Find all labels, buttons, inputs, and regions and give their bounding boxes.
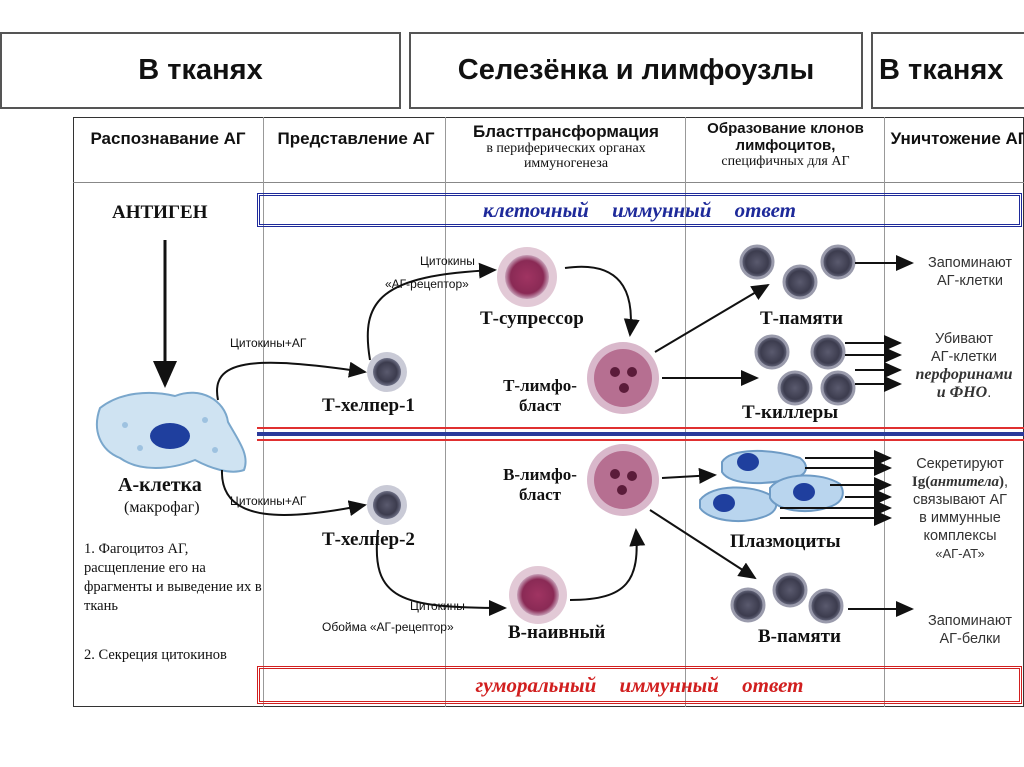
a-cell-note-2: 2. Секреция цитокинов xyxy=(84,647,227,663)
a-cell-label: А-клетка xyxy=(118,474,202,496)
a-cell-note-1: 1. Фагоцитоз АГ, расщепление его на фраг… xyxy=(84,541,262,614)
macrophage-cell xyxy=(95,391,247,473)
receptor-top-label: «АГ-рецептор» xyxy=(385,277,469,291)
arrow-blymphoblast-to-plasmocytes xyxy=(661,467,717,484)
tkiller-arrows xyxy=(845,335,902,392)
header-right-label: В тканях xyxy=(879,54,1004,86)
a-cell-sublabel: (макрофаг) xyxy=(124,499,200,516)
col-header-clones: Образование клонов лимфоцитов, специфичн… xyxy=(687,120,884,169)
col-header-clones-sub: специфичных для АГ xyxy=(721,154,850,169)
blymphoblast-cell xyxy=(587,444,659,516)
cytokines-ag-label-1: Цитокины+АГ xyxy=(230,336,307,350)
tlymphoblast-cell xyxy=(587,342,659,414)
tsuppressor-cell xyxy=(497,247,557,307)
bmemory-label: В-памяти xyxy=(758,626,841,647)
header-center-label: Селезёнка и лимфоузлы xyxy=(457,54,815,86)
arrow-bnaive-to-blymphoblast xyxy=(569,528,646,601)
thelper1-cell xyxy=(367,352,407,392)
header-left-label: В тканях xyxy=(138,54,263,86)
tlymphoblast-label: Т-лимфо-бласт xyxy=(503,376,577,415)
plasmocyte-arrows xyxy=(780,450,892,526)
bnaive-cell xyxy=(509,566,567,624)
col-header-blast: Бласттрансформация в периферических орга… xyxy=(447,122,685,171)
tkillers-label: Т-киллеры xyxy=(742,402,839,423)
header-center-organs: Селезёнка и лимфоузлы xyxy=(409,32,863,109)
arrow-blymphoblast-to-bmemory xyxy=(649,509,757,580)
col-divider-3 xyxy=(685,117,686,707)
cytokines-top-label: Цитокины xyxy=(420,254,475,268)
header-left-tissues: В тканях xyxy=(0,32,401,109)
cytokines-bottom-label: Цитокины xyxy=(410,599,465,613)
col-divider-4 xyxy=(884,117,885,707)
arrow-thelper2-to-bnaive xyxy=(375,529,507,616)
col-header-recognition: Распознавание АГ xyxy=(90,129,246,148)
thelper2-cell xyxy=(367,485,407,525)
plasmocyte-cells xyxy=(699,450,844,523)
tmemory-cells xyxy=(739,244,856,300)
bmemory-cells xyxy=(730,572,844,624)
col-header-presentation: Представление АГ xyxy=(277,129,435,148)
col-divider-2 xyxy=(445,117,446,707)
tmemory-label: Т-памяти xyxy=(760,308,843,329)
col-divider-1 xyxy=(263,117,264,707)
arrow-tlymphoblast-to-tmemory xyxy=(654,283,770,353)
receptor-bottom-label: Обойма «АГ-рецептор» xyxy=(322,620,454,634)
bnaive-label: В-наивный xyxy=(508,622,606,643)
outcome-remember-proteins: Запоминают АГ-белки xyxy=(927,613,1013,647)
col-header-blast-sub: в периферических органах иммуногенеза xyxy=(486,141,646,171)
humoral-response-banner: гуморальный иммунный ответ xyxy=(257,666,1022,704)
arrow-thelper1-to-tsuppressor xyxy=(366,262,497,361)
header-right-tissues: В тканях xyxy=(871,32,1024,109)
arrow-tsuppressor-to-tlymphoblast xyxy=(564,265,640,337)
thelper1-label: Т-хелпер-1 xyxy=(322,395,415,416)
arrow-to-thelper1 xyxy=(216,361,367,401)
thelper2-label: Т-хелпер-2 xyxy=(322,529,415,550)
arrow-to-thelper2 xyxy=(220,469,367,516)
cytokines-ag-label-2: Цитокины+АГ xyxy=(230,494,307,508)
antigen-label: АНТИГЕН xyxy=(112,202,208,223)
tkiller-cells xyxy=(754,334,856,406)
blymphoblast-label: В-лимфо-бласт xyxy=(503,465,577,504)
tsuppressor-label: Т-супрессор xyxy=(480,308,584,329)
outcome-remember-cells: Запоминают АГ-клетки xyxy=(927,255,1013,289)
col-header-destruction: Уничтожение АГ xyxy=(890,129,1024,148)
cellular-response-banner: клеточный иммунный ответ xyxy=(257,193,1022,227)
plasmocytes-label: Плазмоциты xyxy=(730,531,841,552)
header-row-divider xyxy=(73,182,1024,183)
